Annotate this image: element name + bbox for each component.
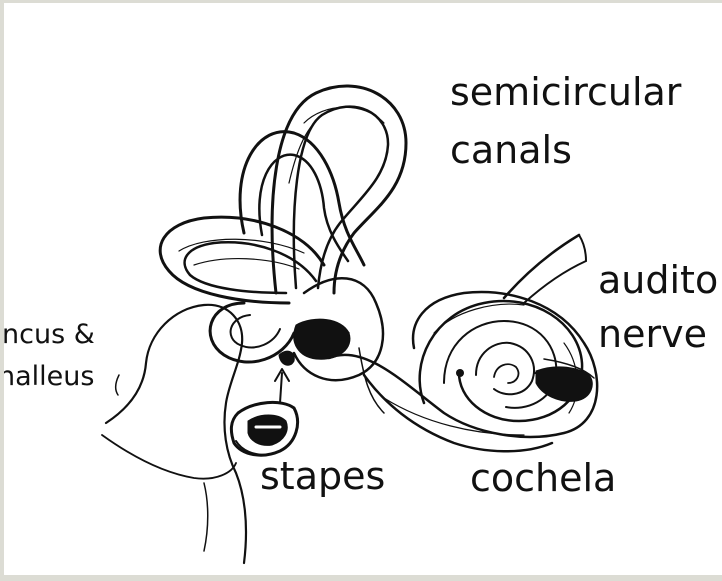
diagram-canvas: semicircular canals audito nerve ncus & … — [4, 3, 722, 575]
label-semicircular-line2: canals — [450, 131, 572, 169]
label-incus-line2: nalleus — [4, 363, 94, 390]
incus-malleus-outline — [102, 305, 246, 563]
superior-canal — [272, 86, 406, 293]
label-incus-line1: ncus & — [4, 321, 95, 348]
stapes-bone — [231, 369, 297, 455]
label-semicircular-line1: semicircular — [450, 73, 681, 111]
label-auditory-line2: nerve — [598, 315, 707, 353]
label-cochlea: cochela — [470, 459, 616, 497]
label-auditory-line1: audito — [598, 261, 718, 299]
label-stapes: stapes — [260, 457, 385, 495]
vestibule — [279, 278, 383, 380]
